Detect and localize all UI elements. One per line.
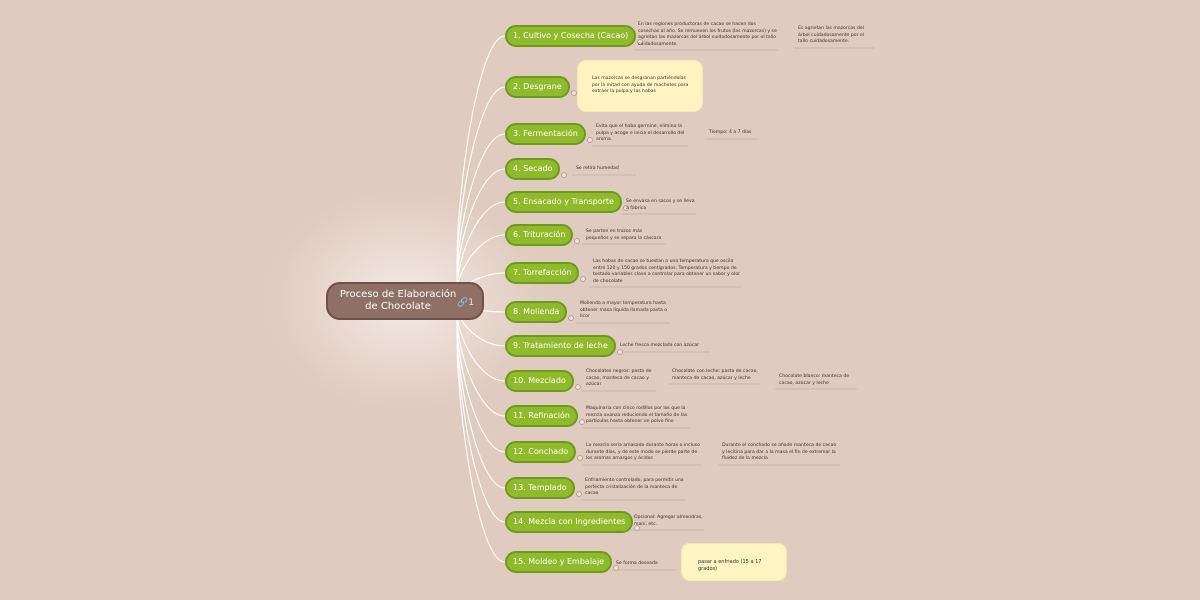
note-secado: Se retira humedad <box>576 166 619 171</box>
note-desgrane: Las mazorcas se desgranan partiéndolas p… <box>592 76 689 94</box>
callout-desgrane: Las mazorcas se desgranan partiéndolas p… <box>578 61 702 111</box>
note-conchado: La mezcla sería amasada durante horas o … <box>586 443 700 461</box>
step-mezcla-ingredientes[interactable]: 14. Mezcla con Ingredientes <box>505 511 634 533</box>
collapse-toggle-5[interactable] <box>623 205 629 211</box>
branch-line-15 <box>456 300 506 563</box>
step-molienda[interactable]: 8. Molienda <box>505 301 568 323</box>
step-cultivo-cosecha[interactable]: 1. Cultivo y Cosecha (Cacao) <box>505 25 637 47</box>
link-count: 1 <box>468 298 474 308</box>
note-conchado-detail: Durante el conchado se añade manteca de … <box>722 443 837 461</box>
collapse-toggle-9[interactable] <box>617 349 623 355</box>
collapse-toggle-7[interactable] <box>580 276 586 282</box>
step-tratamiento-leche[interactable]: 9. Tratamiento de leche <box>505 335 616 357</box>
collapse-toggle-10[interactable] <box>575 384 581 390</box>
note-ensacado: Se envasa en sacos y se lleva a fábrica <box>626 199 695 211</box>
note-moldeo: Se forma deseada <box>616 561 658 566</box>
step-ensacado[interactable]: 5. Ensacado y Transporte <box>505 191 622 213</box>
note-mezclado-negro: Chocolates negros: pasta de cacao, mante… <box>586 369 652 387</box>
step-secado[interactable]: 4. Secado <box>505 158 561 180</box>
step-templado[interactable]: 13. Templado <box>505 477 575 499</box>
branch-line-1 <box>456 35 506 302</box>
note-mezclado-leche: Chocolate con leche: pasta de cacao, man… <box>672 369 758 381</box>
note-cultivo-detail: Es agrietan las mazorcas del árbol cuida… <box>798 26 865 44</box>
collapse-toggle-4[interactable] <box>561 172 567 178</box>
step-trituracion[interactable]: 6. Trituración <box>505 224 574 246</box>
note-refinacion: Maquinaria con cinco rodillos por los qu… <box>586 406 688 424</box>
link-icon[interactable]: 🔗1 <box>457 298 474 308</box>
callout-enfriado: pasar a enfriado (15 a 17 grados) <box>682 544 786 580</box>
note-templado: Enfriamiento controlado, para permitir u… <box>585 478 684 496</box>
note-tratamiento-leche: Leche fresca mezclada con azúcar <box>620 343 700 348</box>
collapse-toggle-14[interactable] <box>634 525 640 531</box>
collapse-toggle-6[interactable] <box>574 238 580 244</box>
step-mezclado[interactable]: 10. Mezclado <box>505 370 574 392</box>
step-desgrane[interactable]: 2. Desgrane <box>505 76 570 98</box>
note-fermentacion: Evita que el haba germine, elimina la pu… <box>596 124 685 142</box>
collapse-toggle-12[interactable] <box>577 455 583 461</box>
step-torrefaccion[interactable]: 7. Torrefacción <box>505 262 580 284</box>
note-cultivo: En las regiones productoras de cacao se … <box>638 22 777 47</box>
step-moldeo-embalaje[interactable]: 15. Moldeo y Embalaje <box>505 551 613 573</box>
collapse-toggle-3[interactable] <box>587 137 593 143</box>
note-enfriado: pasar a enfriado (15 a 17 grados) <box>698 559 762 572</box>
branch-line-14 <box>456 300 506 523</box>
collapse-toggle-1[interactable] <box>637 39 643 45</box>
note-trituracion: Se parten en trozos más pequeños y se se… <box>586 229 662 241</box>
collapse-toggle-13[interactable] <box>576 491 582 497</box>
note-molienda: Molienda a mayor temperatura hasta obten… <box>580 301 668 319</box>
note-mezclado-blanco: Chocolate blanco: manteca de cacao, azúc… <box>779 374 850 386</box>
note-torrefaccion: Las habas de cacao se tuestan a una temp… <box>593 259 741 284</box>
step-conchado[interactable]: 12. Conchado <box>505 441 577 463</box>
collapse-toggle-15[interactable] <box>613 565 619 571</box>
collapse-toggle-8[interactable] <box>568 315 574 321</box>
branch-line-2 <box>456 86 506 302</box>
note-mezcla-ingredientes: Opcional: Agregar almendras, maní, etc. <box>634 515 703 527</box>
branch-line-13 <box>456 300 506 489</box>
collapse-toggle-2[interactable] <box>571 90 577 96</box>
collapse-toggle-11[interactable] <box>579 419 585 425</box>
step-refinacion[interactable]: 11. Refinación <box>505 405 578 427</box>
note-fermentacion-tiempo: Tiempo: 4 a 7 días <box>709 130 752 135</box>
root-topic[interactable]: Proceso de Elaboración de Chocolate 🔗1 <box>326 282 484 320</box>
step-fermentacion[interactable]: 3. Fermentación <box>505 123 586 145</box>
root-title: Proceso de Elaboración de Chocolate <box>339 289 457 312</box>
